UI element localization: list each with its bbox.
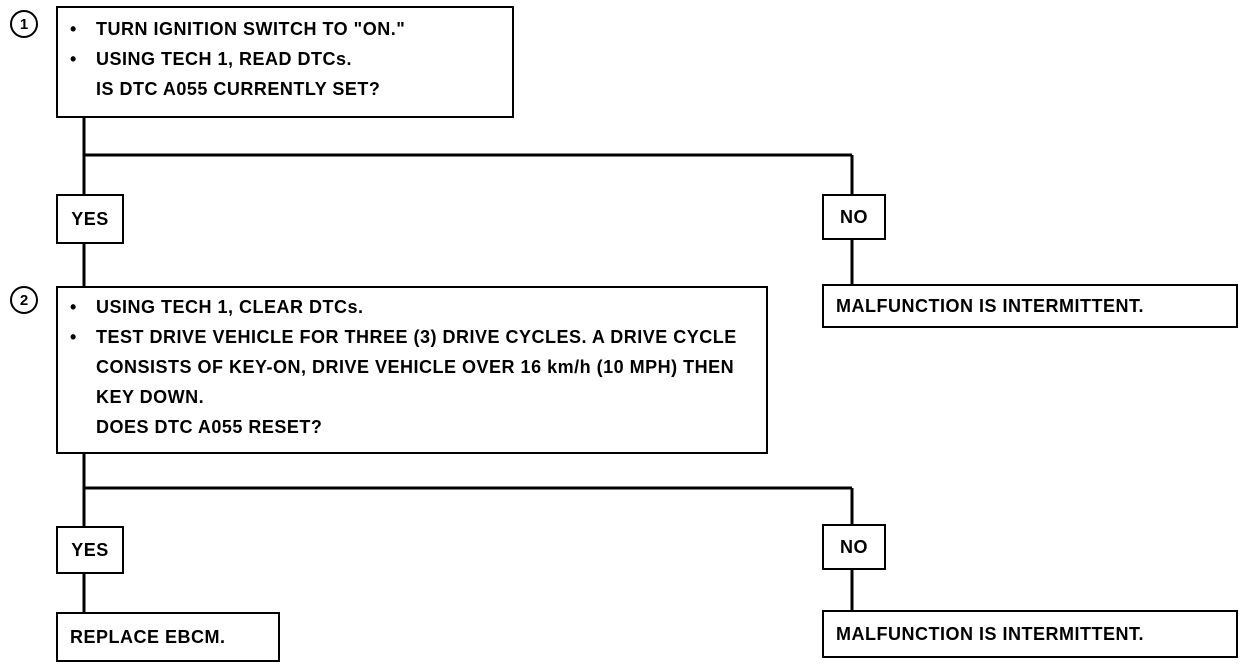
step1-no-result: MALFUNCTION IS INTERMITTENT.	[822, 284, 1238, 328]
bullet-glyph: •	[70, 19, 77, 39]
bullet-glyph: •	[70, 49, 77, 69]
step1-no-label: NO	[822, 194, 886, 240]
step2-bullet-item: • TEST DRIVE VEHICLE FOR THREE (3) DRIVE …	[70, 322, 754, 412]
step1-bullet-text: USING TECH 1, READ DTCs.	[96, 49, 353, 69]
step2-bullet-list: • USING TECH 1, CLEAR DTCs. • TEST DRIVE V…	[70, 292, 754, 412]
step1-box: • TURN IGNITION SWITCH TO "ON." • USING TE…	[56, 6, 514, 118]
step2-no-result: MALFUNCTION IS INTERMITTENT.	[822, 610, 1238, 658]
step1-bullet-item: • TURN IGNITION SWITCH TO "ON."	[70, 14, 500, 44]
step2-number: 2	[10, 286, 38, 314]
step2-box: • USING TECH 1, CLEAR DTCs. • TEST DRIVE V…	[56, 286, 768, 454]
step2-bullet-item: • USING TECH 1, CLEAR DTCs.	[70, 292, 754, 322]
step1-yes-label: YES	[56, 194, 124, 244]
step1-bullet-item: • USING TECH 1, READ DTCs.	[70, 44, 500, 74]
step1-bullet-text: TURN IGNITION SWITCH TO "ON."	[96, 19, 406, 39]
step2-yes-label: YES	[56, 526, 124, 574]
bullet-glyph: •	[70, 297, 77, 317]
bullet-glyph: •	[70, 327, 77, 347]
step2-bullet-text: USING TECH 1, CLEAR DTCs.	[96, 297, 364, 317]
step2-question: DOES DTC A055 RESET?	[96, 417, 323, 437]
step1-bullet-list: • TURN IGNITION SWITCH TO "ON." • USING TE…	[70, 14, 500, 74]
step1-question: IS DTC A055 CURRENTLY SET?	[96, 79, 381, 99]
step2-bullet-text: TEST DRIVE VEHICLE FOR THREE (3) DRIVE C…	[96, 327, 737, 407]
step1-number: 1	[10, 10, 38, 38]
step2-yes-result: REPLACE EBCM.	[56, 612, 280, 662]
step2-no-label: NO	[822, 524, 886, 570]
